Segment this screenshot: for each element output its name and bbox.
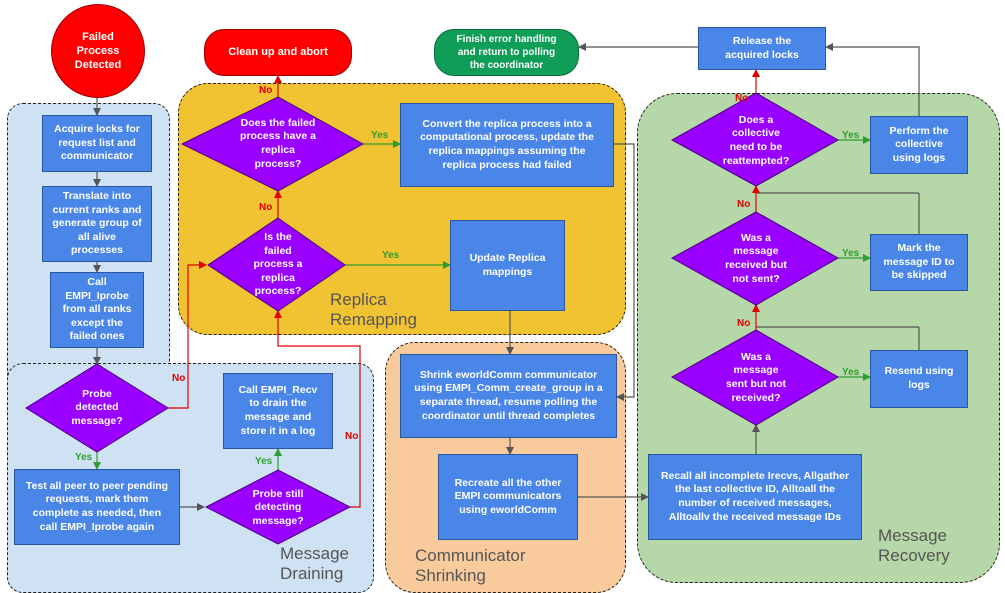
label-yes-collective: Yes bbox=[842, 130, 860, 141]
edge-probe-isreplica-no bbox=[168, 261, 207, 409]
box-shrink-comm: Shrink eworldComm communicator using EMP… bbox=[400, 354, 617, 438]
label-no-is-replica: No bbox=[259, 202, 273, 213]
label-no-probe-still: No bbox=[345, 431, 359, 442]
label-no-sent: No bbox=[737, 318, 751, 329]
box-release-locks: Release the acquired locks bbox=[698, 27, 826, 70]
decision-text-received-not-sent: Was a message received but not sent? bbox=[725, 231, 787, 285]
box-call-recv: Call EMPI_Recv to drain the message and … bbox=[223, 373, 333, 449]
decision-probe-detected bbox=[25, 363, 169, 453]
region-label-replica-remapping: Replica Remapping bbox=[330, 290, 417, 330]
region-label-message-recovery: Message Recovery bbox=[878, 526, 950, 566]
decision-text-collective-reattempt: Does a collective need to be reattempted… bbox=[722, 113, 790, 167]
label-yes-received: Yes bbox=[842, 248, 860, 259]
decision-is-replica bbox=[207, 217, 346, 312]
region-label-communicator-shrinking: Communicator Shrinking bbox=[415, 546, 526, 586]
decision-has-replica bbox=[180, 96, 365, 192]
label-yes-has-replica: Yes bbox=[371, 130, 389, 141]
start-failed-process: Failed Process Detected bbox=[51, 4, 145, 98]
box-mark-skipped: Mark the message ID to be skipped bbox=[870, 234, 968, 291]
edge-convert-shrink bbox=[614, 143, 635, 401]
decision-probe-still bbox=[204, 469, 352, 545]
decision-sent-not-received bbox=[670, 329, 839, 426]
label-no-probe-detected: No bbox=[172, 373, 186, 384]
label-no-has-replica: No bbox=[259, 85, 273, 96]
decision-text-sent-not-received: Was a message sent but not received? bbox=[725, 350, 787, 404]
label-yes-is-replica: Yes bbox=[382, 250, 400, 261]
region-label-message-draining: Message Draining bbox=[280, 544, 349, 584]
box-recall-incomplete: Recall all incomplete Irecvs, Allgather … bbox=[648, 454, 862, 540]
decision-text-probe-still: Probe still detecting message? bbox=[252, 487, 304, 527]
box-update-mappings: Update Replica mappings bbox=[450, 220, 565, 311]
edge-probestill-isreplica-no bbox=[274, 310, 361, 508]
label-yes-probe-still: Yes bbox=[255, 456, 273, 467]
box-perform-collective: Perform the collective using logs bbox=[870, 116, 968, 174]
box-acquire-locks: Acquire locks for request list and commu… bbox=[42, 115, 152, 172]
terminal-clean-up-abort: Clean up and abort bbox=[204, 29, 352, 76]
box-test-peer: Test all peer to peer pending requests, … bbox=[14, 469, 180, 545]
decision-text-is-replica: Is the failed process a replica process? bbox=[253, 230, 303, 298]
decision-text-has-replica: Does the failed process have a replica p… bbox=[240, 116, 316, 170]
decision-received-not-sent bbox=[670, 211, 840, 306]
box-resend-logs: Resend using logs bbox=[870, 350, 968, 408]
terminal-finish: Finish error handling and return to poll… bbox=[434, 29, 579, 76]
box-recreate-comms: Recreate all the other EMPI communicator… bbox=[438, 454, 578, 540]
decision-collective-reattempt bbox=[670, 92, 840, 187]
label-yes-sent: Yes bbox=[842, 367, 860, 378]
label-no-collective: No bbox=[735, 93, 749, 104]
box-call-iprobe: Call EMPI_Iprobe from all ranks except t… bbox=[50, 272, 144, 348]
box-convert-replica: Convert the replica process into a compu… bbox=[400, 103, 614, 187]
box-translate-ranks: Translate into current ranks and generat… bbox=[42, 186, 152, 262]
edge-perform-release bbox=[825, 43, 920, 116]
decision-text-probe-detected: Probe detected message? bbox=[71, 387, 123, 427]
label-yes-probe-detected: Yes bbox=[75, 452, 93, 463]
label-no-received: No bbox=[737, 199, 751, 210]
